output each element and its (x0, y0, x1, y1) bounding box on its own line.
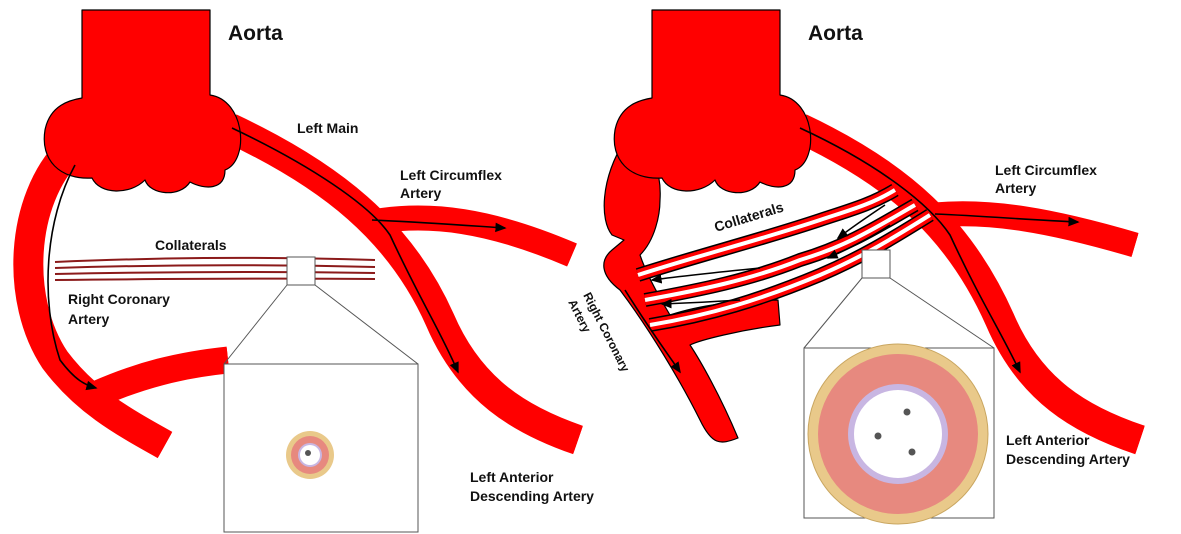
right-lad-label-1: Left Anterior (1006, 432, 1090, 448)
left-panel: Aorta Left Main Left Circumflex Artery C… (28, 10, 594, 532)
left-circumflex-label-1: Left Circumflex (400, 167, 502, 183)
left-aorta-shape (44, 10, 240, 193)
right-lumen (854, 390, 942, 478)
right-circumflex-label-2: Artery (995, 180, 1036, 196)
right-rca-label-1: Right Coronary (580, 290, 632, 374)
right-aorta-label: Aorta (808, 22, 863, 45)
right-circumflex-label-1: Left Circumflex (995, 162, 1097, 178)
left-rca-label-2: Artery (68, 311, 109, 327)
left-collaterals (55, 258, 375, 280)
left-aorta-label: Aorta (228, 22, 283, 45)
right-aorta-shape (614, 10, 810, 193)
left-zoom-callout (224, 257, 418, 532)
left-lad-label-2: Descending Artery (470, 488, 594, 504)
left-lad-label-1: Left Anterior (470, 469, 554, 485)
left-rca-label-1: Right Coronary (68, 291, 170, 307)
left-circumflex-label-2: Artery (400, 185, 441, 201)
right-panel: Aorta Left Circumflex Artery Collaterals… (565, 10, 1140, 524)
left-collaterals-label: Collaterals (155, 237, 227, 253)
right-lad-label-2: Descending Artery (1006, 451, 1130, 467)
left-main-label: Left Main (297, 120, 358, 136)
right-zoom-callout (804, 250, 994, 524)
